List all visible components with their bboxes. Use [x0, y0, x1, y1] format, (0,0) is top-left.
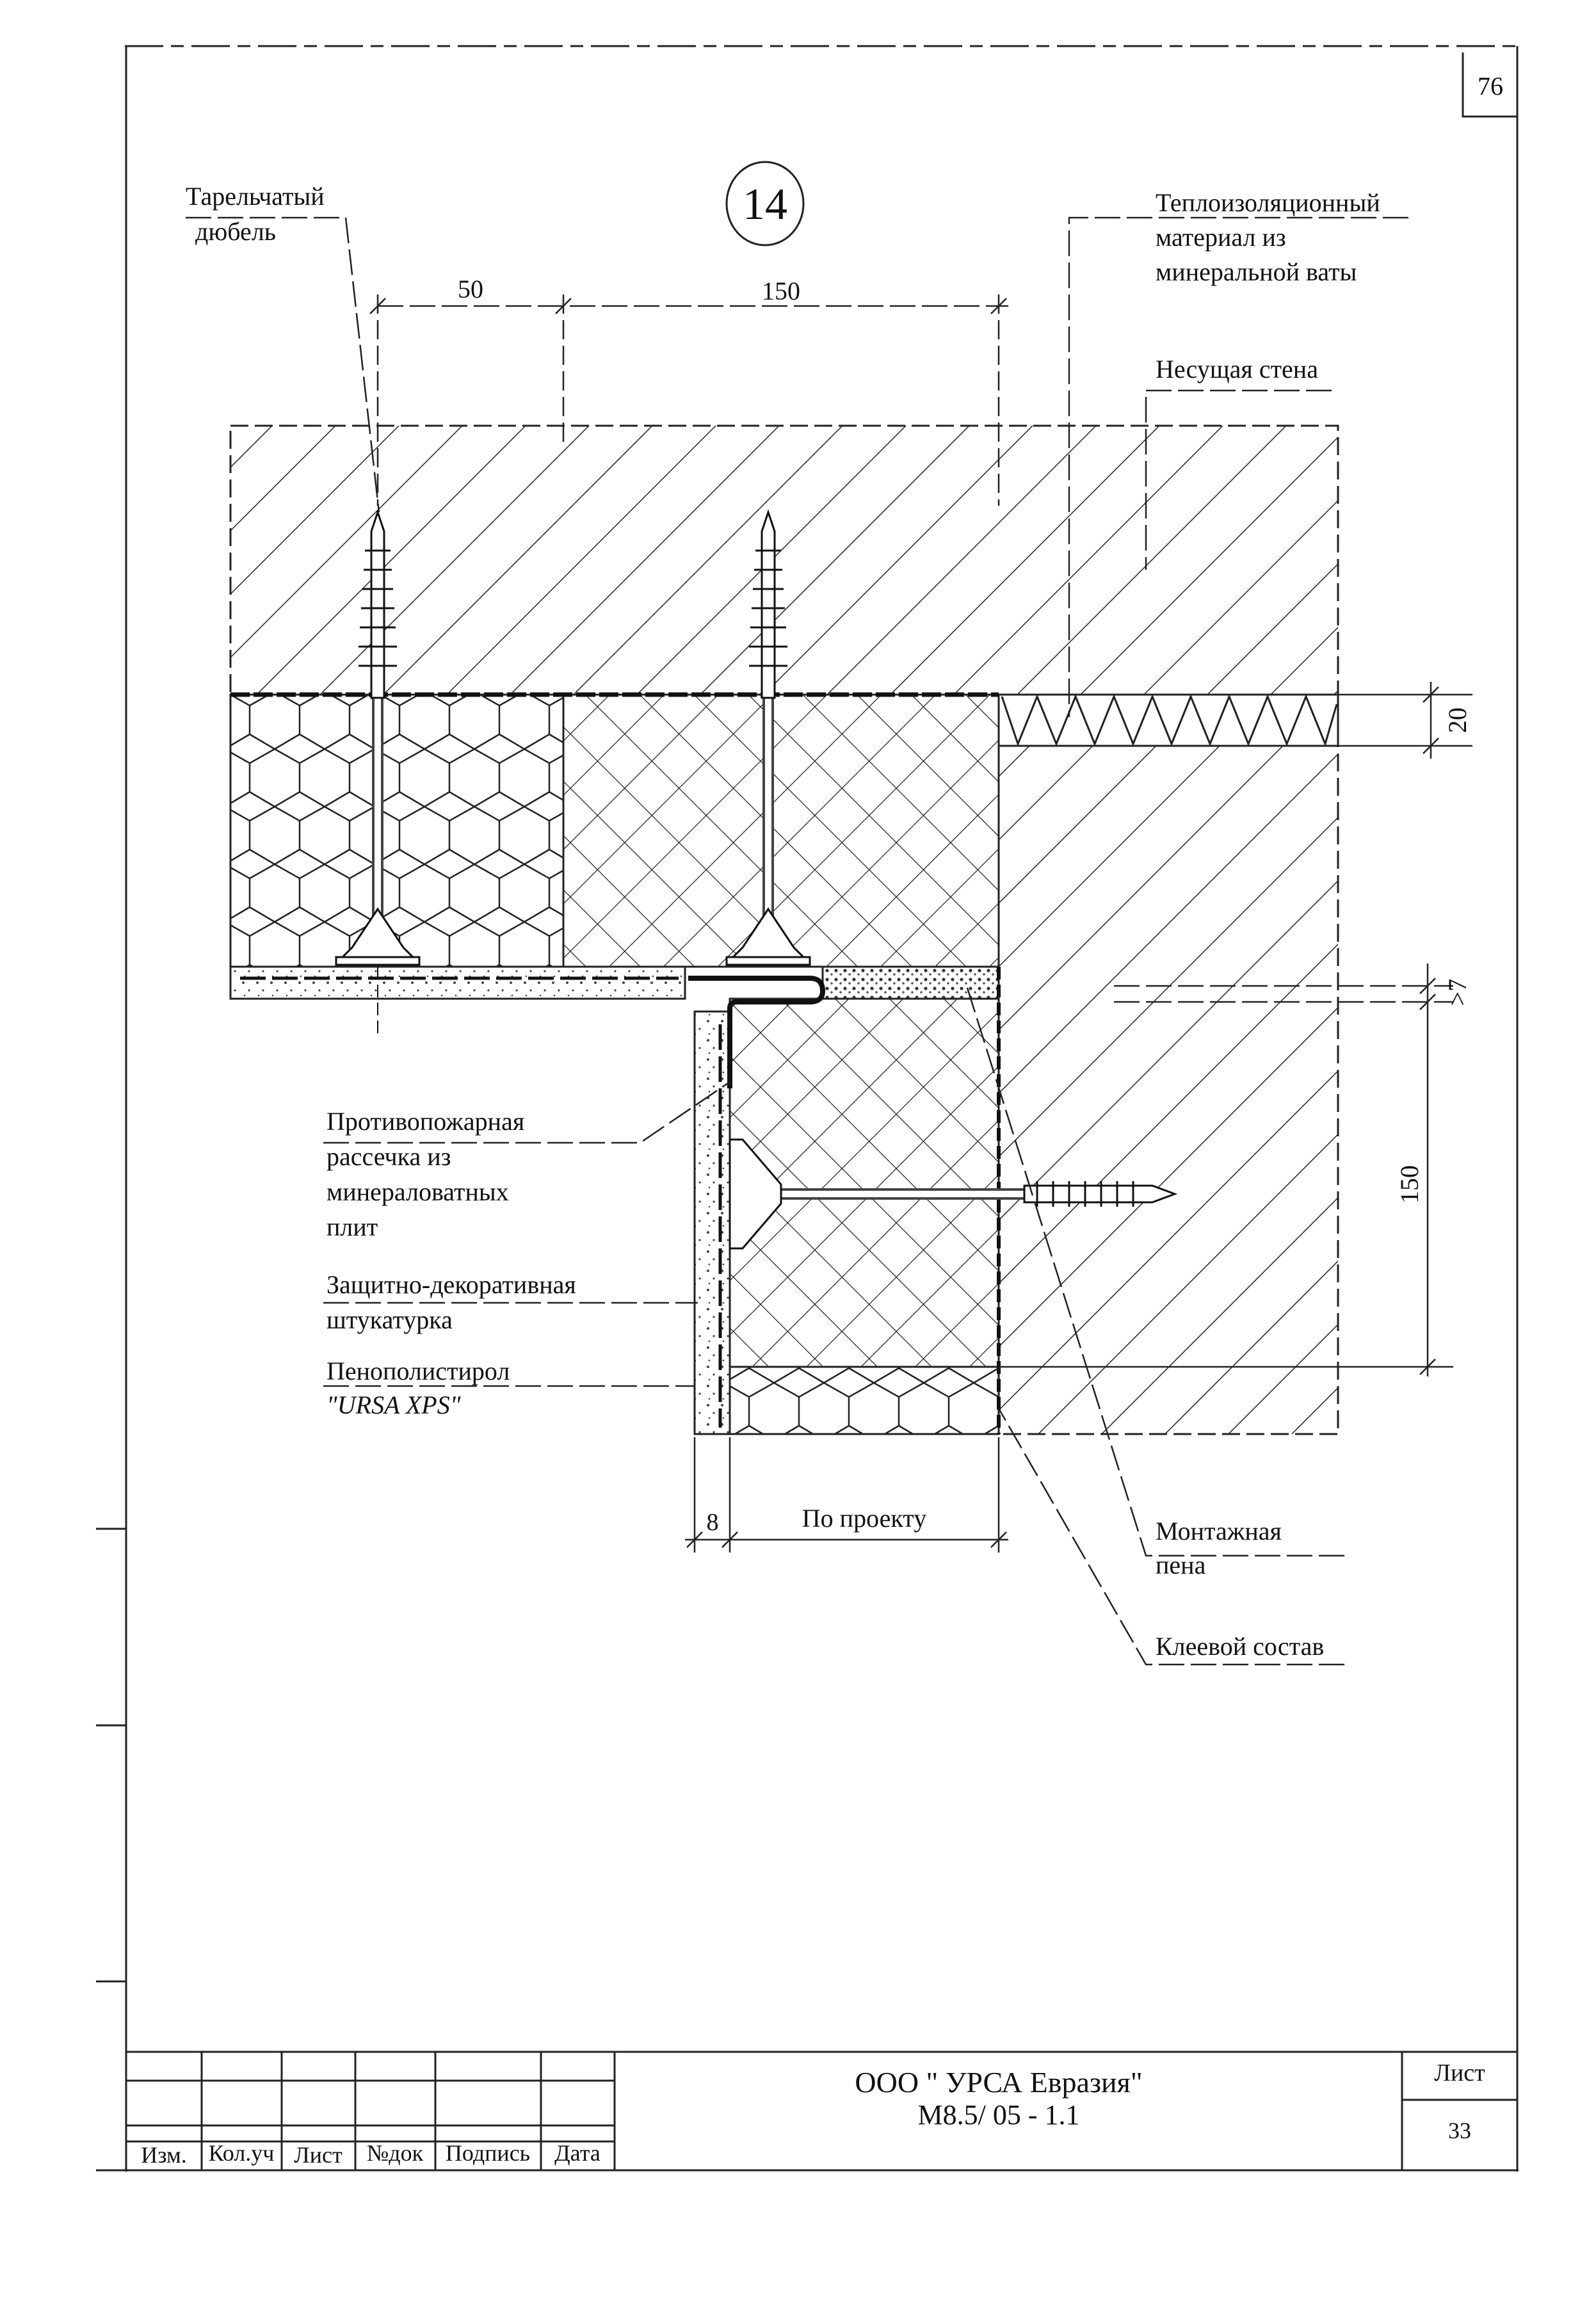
sheet-frame	[96, 45, 1519, 2172]
col-date: Дата	[554, 2140, 601, 2166]
dimension-lines	[369, 294, 1472, 1552]
col-list: Лист	[294, 2142, 343, 2168]
dim-150-top: 150	[762, 277, 800, 305]
plaster-top	[229, 965, 686, 1000]
sheet-number: 33	[1448, 2118, 1471, 2143]
sheet-label: Лист	[1434, 2060, 1485, 2086]
label-plaster-1: Защитно-декоративная	[326, 1270, 576, 1299]
label-firebreak-1: Противопожарная	[326, 1107, 524, 1136]
mineral-wool-layer	[997, 693, 1339, 747]
title-block	[126, 2051, 1517, 2170]
col-signature: Подпись	[446, 2140, 530, 2166]
dowel-middle	[725, 509, 811, 966]
detail-number: 14	[743, 180, 787, 229]
col-izm: Изм.	[141, 2142, 187, 2168]
label-foam-1: Монтажная	[1156, 1517, 1282, 1545]
label-firebreak-3: минераловатных	[326, 1177, 509, 1206]
label-eps-1: Пенополистирол	[326, 1357, 510, 1385]
label-insulation-2: материал из	[1156, 223, 1286, 252]
load-bearing-wall	[229, 424, 1339, 1435]
label-glue: Клеевой состав	[1156, 1632, 1324, 1661]
label-eps-2: "URSA XPS"	[326, 1391, 461, 1419]
label-firebreak-4: плит	[326, 1213, 378, 1241]
col-doc: №док	[367, 2140, 424, 2166]
eps-insulation-bottom	[729, 1366, 1000, 1435]
label-plaster-2: штукатурка	[326, 1305, 453, 1334]
firebreak-insulation-top	[562, 693, 1000, 968]
eps-insulation-top	[229, 693, 565, 968]
top-sheet-number: 76	[1478, 72, 1503, 101]
callout-labels: Тарельчатый дюбель Теплоизоляционный мат…	[186, 182, 1380, 1661]
dowel-left	[335, 509, 421, 1037]
dim-150-right: 150	[1395, 1165, 1424, 1204]
label-wall: Несущая стена	[1156, 355, 1318, 383]
dimension-values: 50 150 20 >7 150 8	[458, 275, 1472, 1536]
corner-profile	[688, 976, 826, 1088]
detail-marker: 14	[725, 161, 805, 246]
top-sheet-number-box: 76	[1462, 52, 1517, 118]
plaster-vertical	[693, 1010, 731, 1435]
title-block-columns: Изм. Кол.уч Лист №док Подпись Дата	[141, 2140, 601, 2168]
label-insulation-1: Теплоизоляционный	[1156, 188, 1380, 217]
mounting-foam	[821, 965, 1000, 1000]
label-foam-2: пена	[1156, 1551, 1206, 1579]
label-dowel-2: дюбель	[195, 217, 276, 246]
company-name: ООО " УРСА Евразия"	[855, 2066, 1142, 2099]
document-code: М8.5/ 05 - 1.1	[918, 2099, 1080, 2131]
col-kol-uch: Кол.уч	[209, 2140, 275, 2166]
dim-20: 20	[1443, 707, 1472, 733]
dim-50: 50	[458, 275, 483, 303]
dowel-horizontal	[729, 1138, 1178, 1250]
title-block-info: ООО " УРСА Евразия" М8.5/ 05 - 1.1 Лист …	[855, 2060, 1485, 2143]
leader-lines	[186, 216, 1408, 1666]
label-dowel-1: Тарельчатый	[186, 182, 325, 211]
dim-7: >7	[1443, 979, 1472, 1006]
label-by-project: По проекту	[802, 1504, 926, 1533]
dim-8: 8	[707, 1509, 719, 1536]
label-insulation-3: минеральной ваты	[1156, 257, 1357, 286]
label-firebreak-2: рассечка из	[326, 1142, 451, 1171]
